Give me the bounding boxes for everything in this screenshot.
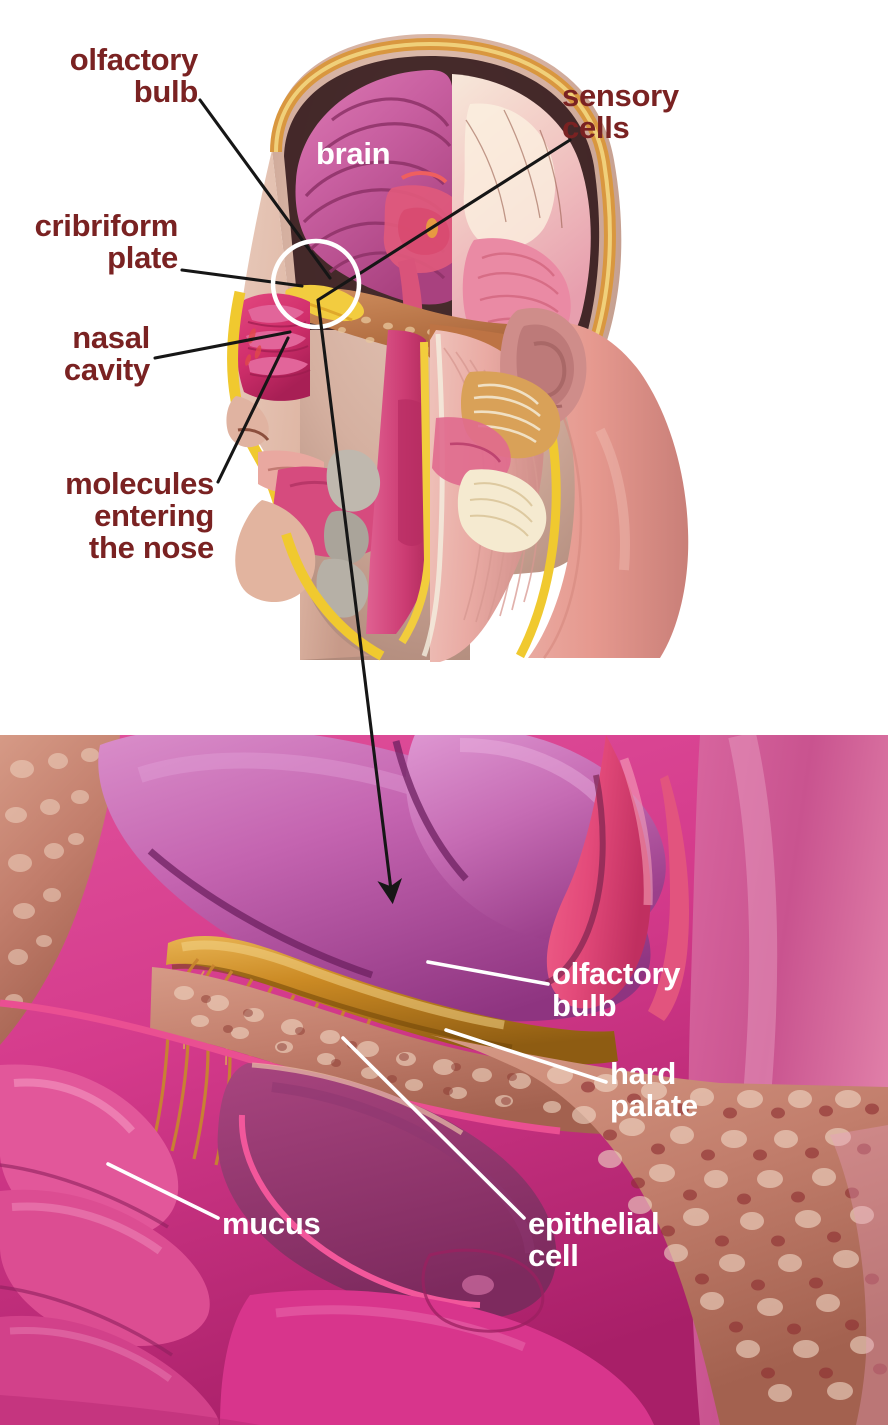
mucosal-fold-2 (0, 1189, 210, 1346)
label-brain: brain (316, 136, 391, 171)
ear-antihelix (533, 341, 567, 398)
label-molecules-entering-nose: molecules entering the nose (65, 466, 214, 565)
bone-marrow-cells-palate (581, 1081, 887, 1379)
fold-1-highlight (13, 1078, 136, 1134)
bulb-highlight (181, 940, 505, 1030)
mucosal-fold-3 (0, 1315, 219, 1425)
skull-bone-inner (274, 41, 612, 339)
turbinate-clefts (147, 740, 469, 979)
sinus-rim-lower (238, 1114, 481, 1308)
label-cribriform-plate: cribriform plate (34, 208, 179, 275)
vertebral-ligament (398, 341, 433, 645)
septum-shadow (544, 774, 606, 986)
epithelial-cell-outline (421, 1248, 545, 1333)
label-olfactory-bulb-upper: olfactory bulb (69, 42, 199, 109)
septum-highlight (619, 757, 653, 906)
turbinates (246, 304, 308, 376)
chin (235, 500, 316, 603)
ethmoid-bone-left (0, 735, 120, 1045)
palate-line (449, 442, 502, 463)
label-sensory-cells: sensory cells (562, 78, 679, 145)
hard-palate (430, 1035, 888, 1425)
spinal-cord (421, 333, 445, 657)
teeth-striations (457, 469, 547, 553)
right-light-column (830, 1125, 888, 1425)
neck-highlight (595, 427, 630, 571)
fold-2-highlight (11, 1202, 163, 1255)
epithelium-highlight (275, 1305, 526, 1352)
label-olfactory-bulb-lower: olfactory bulb (552, 956, 681, 1023)
bone-trabeculae-left (5, 748, 99, 1008)
septal-ridge (648, 775, 690, 1021)
soft-palate (432, 417, 511, 488)
olfactory-epithelium (220, 1290, 654, 1425)
label-nasal-cavity: nasal cavity (63, 320, 150, 387)
midbrain-marker (426, 218, 438, 238)
airway-lumen (398, 399, 424, 546)
fold-3-highlight (9, 1327, 173, 1382)
label-hard-palate: hard palate (610, 1056, 698, 1123)
label-epithelial-cell: epithelial cell (528, 1206, 660, 1273)
epithelial-cell-nucleus (462, 1275, 494, 1295)
neck-contour (542, 399, 583, 659)
lower-shadow (0, 1395, 260, 1425)
label-mucus: mucus (222, 1206, 321, 1241)
